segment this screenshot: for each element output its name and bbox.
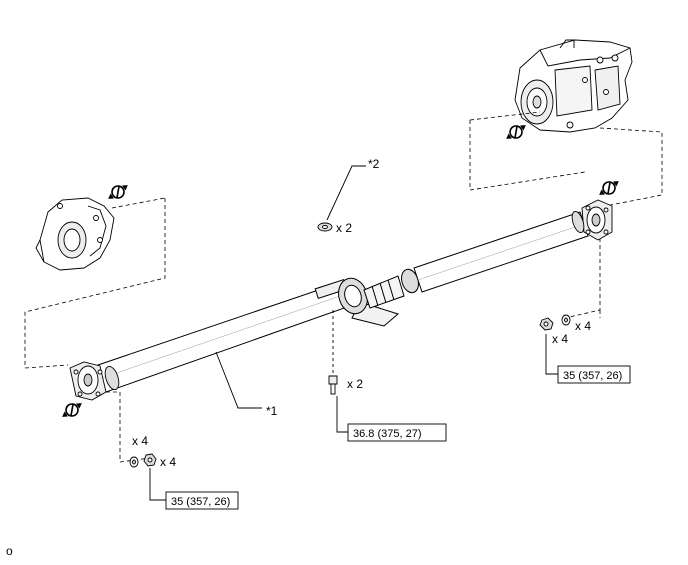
front-nut-quantity: x 4 (552, 332, 568, 346)
alignment-mark-icon (62, 403, 82, 417)
differential-housing (35, 197, 115, 271)
alignment-mark-icon (599, 181, 619, 195)
alignment-mark-icon (506, 125, 526, 139)
front-washer-quantity: x 4 (575, 319, 591, 333)
transmission-housing (514, 39, 633, 133)
callout-shaft: *1 (266, 404, 278, 418)
rear-nut-quantity: x 4 (160, 455, 176, 469)
front-flange-yoke (571, 199, 613, 241)
torque-spec-rear-text: 35 (357, 26) (171, 496, 230, 508)
torque-spec-front: 35 (357, 26) (557, 365, 631, 384)
bolt-quantity: x 2 (347, 377, 363, 391)
figure-code: o (6, 544, 13, 558)
callout-washer: *2 (368, 157, 380, 171)
center-bearing-bolt (328, 310, 338, 395)
washer-quantity: x 2 (336, 221, 352, 235)
rear-flange-nut-washer (129, 453, 157, 468)
propeller-shaft (97, 211, 589, 393)
front-flange-nut-washer (539, 314, 571, 331)
alignment-mark-icon (108, 185, 128, 199)
torque-spec-center-text: 36.8 (375, 27) (353, 428, 422, 440)
torque-spec-center: 36.8 (375, 27) (347, 423, 447, 442)
torque-spec-front-text: 35 (357, 26) (563, 370, 622, 382)
torque-spec-rear: 35 (357, 26) (165, 491, 239, 510)
leader-lines (149, 165, 558, 501)
washer-part (317, 222, 333, 232)
rear-washer-quantity: x 4 (132, 434, 148, 448)
rear-flange-yoke (69, 361, 120, 401)
